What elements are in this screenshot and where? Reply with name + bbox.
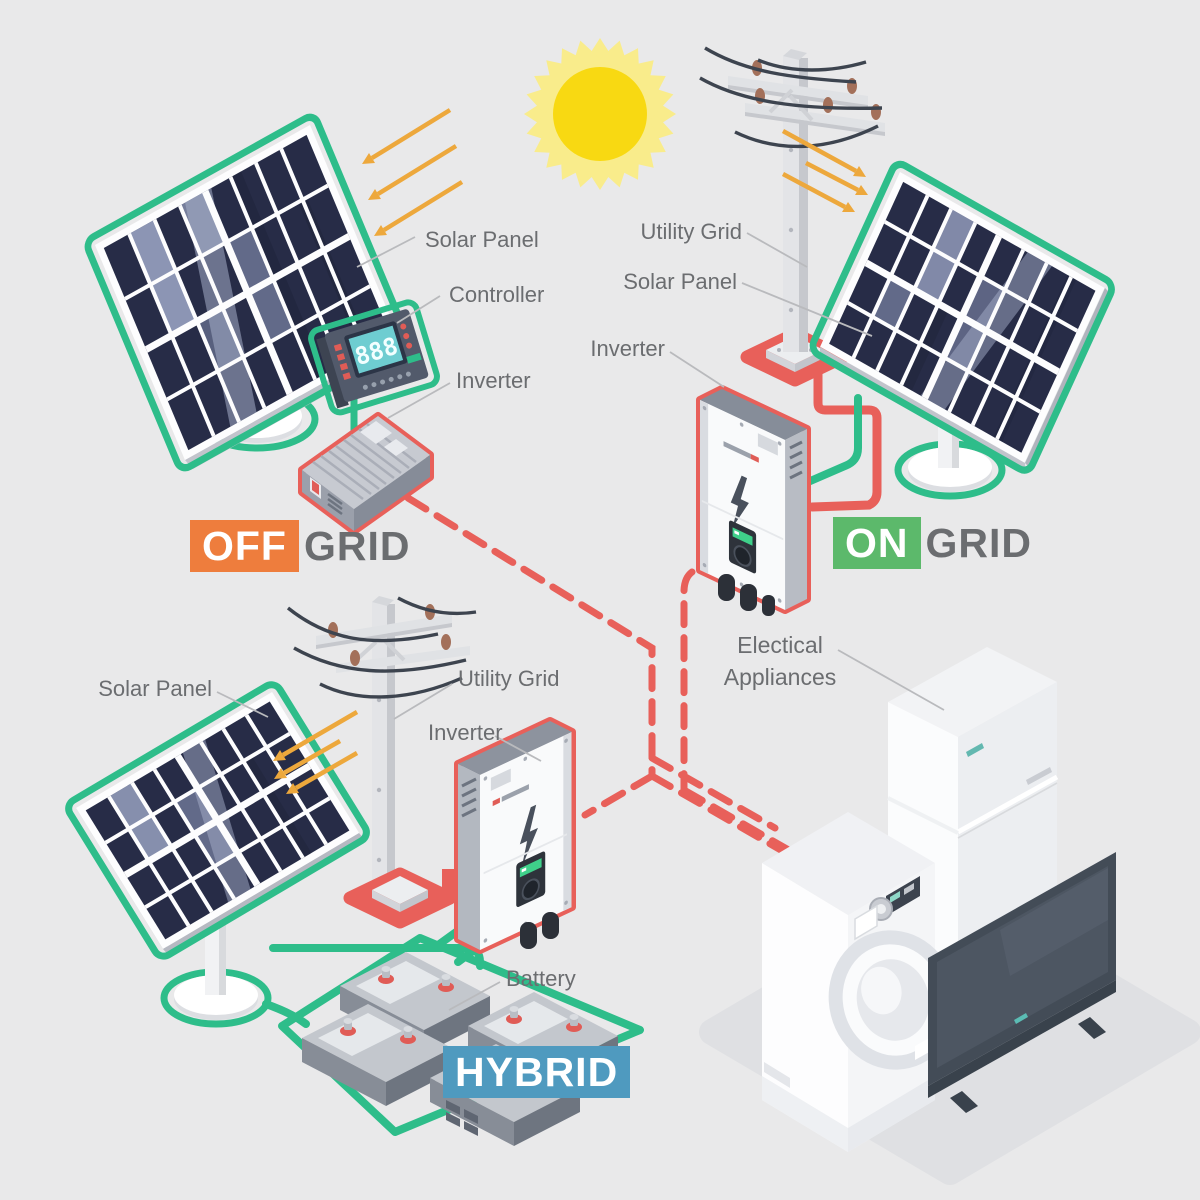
leader-line (387, 382, 451, 419)
offgrid-badge-suffix: GRID (303, 523, 411, 569)
label-offgrid-solar-panel: Solar Panel (425, 227, 539, 252)
ongrid-wire-panel-inverter (804, 394, 862, 486)
hybrid-utility-pole (286, 596, 477, 892)
hybrid-pole-base (372, 876, 428, 912)
ongrid-solar-panel (809, 160, 1115, 474)
labels: Solar Panel Controller Inverter Utility … (98, 219, 945, 1011)
hybrid-solar-panel (65, 681, 370, 960)
label-offgrid-controller: Controller (449, 282, 544, 307)
dashed-junction-to-hybrid (581, 772, 656, 819)
offgrid-system: 888 (84, 108, 464, 535)
ongrid-badge-prefix: ON (833, 517, 921, 569)
dashed-offgrid-to-junction (404, 494, 656, 780)
leader-line (494, 735, 542, 762)
washing-machine (762, 812, 958, 1152)
offgrid-badge-prefix: OFF (190, 520, 299, 572)
hybrid-battery-bank (278, 934, 644, 1146)
battery (302, 1004, 452, 1106)
grid-wires (699, 46, 883, 149)
washer-drum (828, 930, 958, 1070)
hybrid-inverter (454, 717, 576, 954)
leader-line (746, 232, 808, 268)
ongrid-sunray-arrows (781, 129, 868, 212)
label-hybrid-inverter: Inverter (428, 720, 503, 745)
washer-label (854, 904, 878, 941)
leader-line (741, 282, 873, 337)
label-ongrid-inverter: Inverter (590, 336, 665, 361)
electrical-appliances (762, 647, 1116, 1152)
label-appliances-line1: Electical (737, 632, 823, 658)
fridge-handle-teal (966, 743, 984, 757)
offgrid-controller: 888 (308, 299, 440, 416)
ongrid-wire-grid-inverter (807, 369, 882, 512)
leader-line (448, 981, 501, 1011)
dashed-to-appliances-3 (680, 786, 810, 864)
washer-sticker (915, 1037, 931, 1060)
label-offgrid-inverter: Inverter (456, 368, 531, 393)
leader-line (216, 691, 269, 718)
offgrid-inverter (298, 412, 434, 535)
ongrid-inverter (696, 385, 811, 616)
leader-line (356, 236, 416, 268)
dashed-ongrid-to-junction (680, 568, 696, 794)
dashed-to-appliances-1 (648, 754, 779, 832)
hybrid-badge: HYBRID (443, 1046, 631, 1098)
ongrid-badge-suffix: GRID (925, 520, 1032, 566)
dashed-to-appliances-2 (648, 772, 790, 857)
tv (928, 852, 1116, 1113)
fridge-handle (1026, 767, 1052, 785)
leader-line (669, 351, 725, 388)
label-hybrid-battery: Battery (506, 966, 576, 991)
offgrid-badge: OFF GRID (190, 520, 410, 572)
grid-wires (286, 596, 477, 699)
hybrid-system (65, 596, 644, 1146)
label-ongrid-solar-panel: Solar Panel (623, 269, 737, 294)
ongrid-badge: ON GRID (833, 517, 1032, 569)
hybrid-wire-pedestal-battery (262, 1000, 310, 1028)
label-hybrid-utility-grid: Utility Grid (458, 666, 559, 691)
ongrid-system (696, 46, 1115, 616)
pole-insulators (328, 604, 451, 666)
offgrid-solar-panel (84, 113, 411, 472)
label-hybrid-solar-panel: Solar Panel (98, 676, 212, 701)
leader-line (393, 683, 453, 720)
tv-foot-right (1078, 1017, 1106, 1039)
leader-line (396, 295, 441, 324)
offgrid-sunray-arrows (362, 108, 464, 236)
hybrid-badge-label: HYBRID (443, 1046, 631, 1098)
leader-line (837, 649, 945, 711)
hybrid-sunray-arrows (273, 710, 359, 794)
tv-foot-left (950, 1091, 978, 1113)
ongrid-utility-pole (699, 46, 885, 352)
tv-logo (1014, 1013, 1028, 1024)
label-ongrid-utility-grid: Utility Grid (641, 219, 742, 244)
energy-flow-dashed-lines (404, 494, 810, 864)
sun-icon (524, 38, 676, 190)
label-appliances-line2: Appliances (724, 664, 837, 690)
